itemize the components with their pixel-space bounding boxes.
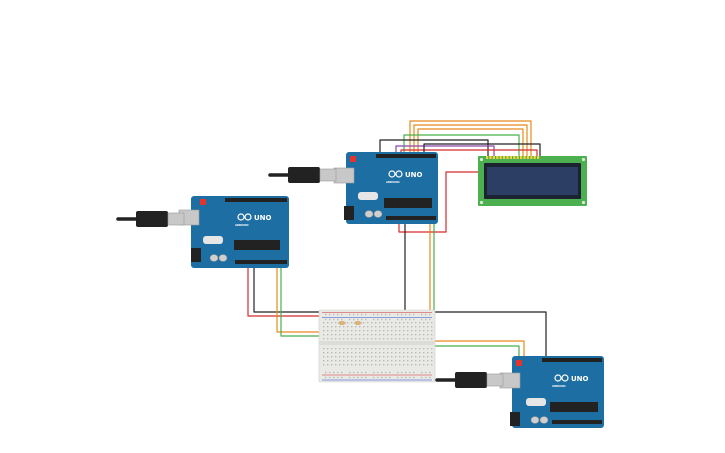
usb-port — [333, 167, 355, 184]
reset-button[interactable] — [350, 156, 356, 162]
board-model-label: UNO — [571, 375, 589, 383]
board-model-label: UNO — [254, 214, 272, 222]
wire-red-left-power[interactable] — [247, 266, 326, 317]
resistor-1[interactable] — [338, 321, 346, 325]
reset-button[interactable] — [516, 360, 522, 366]
board-model-label: UNO — [405, 171, 423, 179]
arduino-uno-center[interactable]: UNO ARDUINO — [333, 152, 438, 224]
arduino-logo-icon — [388, 170, 403, 178]
arduino-logo-icon — [554, 374, 569, 382]
arduino-logo-icon — [237, 213, 252, 221]
board-brand-label: ARDUINO — [552, 384, 566, 388]
usb-cable-center[interactable] — [268, 167, 337, 183]
lcd-display[interactable] — [478, 156, 587, 206]
resistor-2[interactable] — [354, 321, 362, 325]
wire-red-center-power[interactable] — [398, 171, 480, 233]
wire-purple-lcd[interactable] — [395, 145, 495, 156]
arduino-uno-right[interactable]: UNO ARDUINO — [499, 356, 604, 428]
reset-button[interactable] — [200, 199, 206, 205]
arduino-uno-left[interactable]: UNO ARDUINO — [178, 196, 289, 268]
wire-black-lcd-2[interactable] — [423, 143, 541, 156]
wire-black-lcd[interactable] — [379, 139, 489, 156]
usb-cable-icon — [288, 167, 320, 183]
usb-cable-icon — [136, 211, 168, 227]
wire-green-lcd[interactable] — [403, 134, 520, 156]
board-brand-label: ARDUINO — [386, 180, 400, 184]
lcd-pin-header — [486, 156, 540, 159]
wire-orange-lcd-3[interactable] — [417, 128, 524, 156]
breadboard[interactable] — [318, 309, 436, 383]
usb-cable-icon — [455, 372, 487, 388]
wire-orange-lcd-1[interactable] — [409, 120, 532, 156]
usb-cable-right[interactable] — [435, 372, 504, 388]
board-brand-label: ARDUINO — [235, 223, 249, 227]
usb-cable-left[interactable] — [116, 211, 185, 227]
